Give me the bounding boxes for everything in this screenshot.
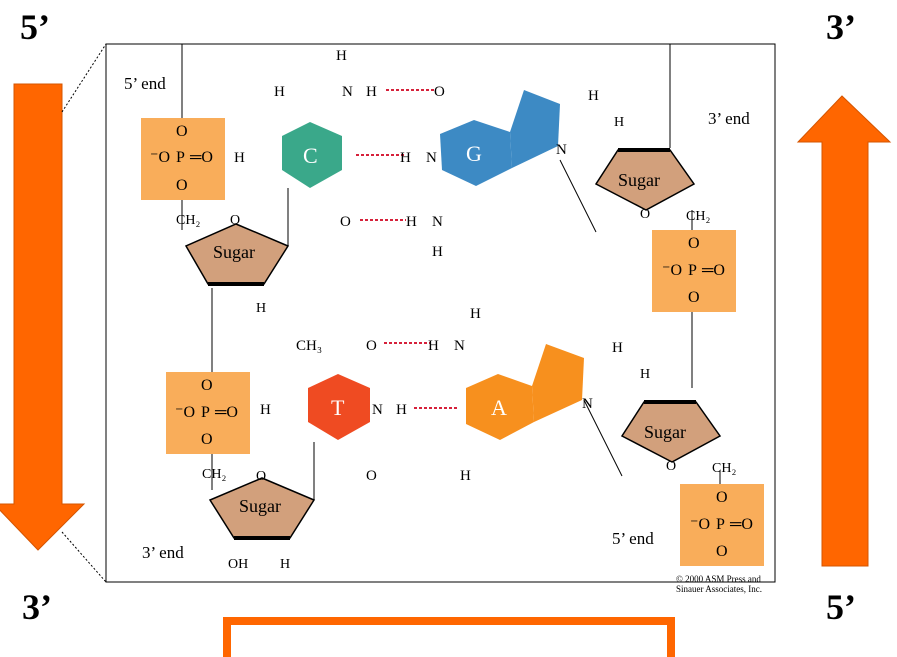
phosphate-2-p: P [688,262,697,279]
phosphate-3-o-bottom: O [201,431,213,448]
t-nh-h: H [396,402,407,418]
c-amino-h2: H [366,84,377,100]
phosphate-4-o-top: O [716,489,728,506]
phosphate-4-p: P [716,516,725,533]
strand-left-5prime-label: 5’ [20,7,50,47]
sugar-3-o: O [256,469,266,484]
phosphate-2-o-bottom: O [688,289,700,306]
cytosine-ring [282,122,342,188]
ch2-2: CH₂ [686,209,710,224]
sugar-label-3: Sugar [239,496,281,516]
diagram-frame [105,43,776,583]
sugar-label-2: Sugar [618,170,660,190]
c-o: O [340,214,351,230]
base-a-label: A [491,395,507,420]
c-h-top: H [274,84,285,100]
a-amino-n: N [454,338,465,354]
t-o-top: O [366,338,377,354]
phosphate-2-o-top: O [688,235,700,252]
phosphate-box-4 [680,484,764,566]
g-amino-h: H [406,214,417,230]
thymine-ring [308,374,370,440]
ch2-3: CH₂ [202,467,226,482]
guanine-ring [440,120,512,186]
sugar-label-1: Sugar [213,242,255,262]
g-ring-n: N [556,142,567,158]
sugar-1-h: H [256,301,266,316]
phosphate-4-minus-o: ⁻O [690,516,710,533]
sugar-3-oh: OH [228,557,248,572]
sugar-2-o: O [640,207,650,222]
sugar-4-h: H [640,367,650,382]
bottom-highlight-box [223,617,675,657]
phosphate-1-o-bottom: O [176,177,188,194]
phosphate-4-o-bottom: O [716,543,728,560]
base-c-label: C [303,143,318,168]
strand-right-5prime-label: 5’ [826,587,856,627]
copyright-notice: © 2000 ASM Press and Sinauer Associates,… [676,574,796,594]
c-amino-n: N [342,84,353,100]
t-o-bottom: O [366,468,377,484]
phosphate-box-3 [166,372,250,454]
three-prime-end-top: 3’ end [708,109,750,128]
phosphate-1-minus-o: ⁻O [150,149,170,166]
sugar-4-o: O [666,459,676,474]
ch2-1: CH₂ [176,213,200,228]
t-ch3: CH₃ [296,338,322,354]
c-h-left: H [234,150,245,166]
phosphate-2-minus-o: ⁻O [662,262,682,279]
g-nh-h: H [400,150,411,166]
adenine-ring [466,374,534,440]
phosphate-4-eq-o: ═O [729,516,753,533]
g-ring-h: H [588,88,599,104]
sugar-3-h: H [280,557,290,572]
phosphate-1-p: P [176,149,185,166]
c-amino-h: H [336,48,347,64]
g-nh-n: N [426,150,437,166]
phosphate-1-eq-o: ═O [189,149,213,166]
a-amino-h-top: H [470,306,481,322]
base-t-label: T [331,395,345,420]
g-o: O [434,84,445,100]
g-amino-n: N [432,214,443,230]
adenine-ring-5 [532,344,584,422]
copyright-line-2: Sinauer Associates, Inc. [676,584,762,594]
ch2-4: CH₂ [712,461,736,476]
left-strand-down-arrow [0,83,86,551]
a-h-bottom: H [460,468,471,484]
strand-left-3prime-label: 3’ [22,587,52,627]
three-prime-end-bottom: 3’ end [142,543,184,562]
phosphate-1-o-top: O [176,123,188,140]
a-ring-n: N [582,396,593,412]
phosphate-3-minus-o: ⁻O [175,404,195,421]
right-strand-up-arrow [796,95,892,567]
five-prime-end-bottom: 5’ end [612,529,654,548]
guanine-ring-5 [510,90,560,168]
strand-right-3prime-label: 3’ [826,7,856,47]
t-h-left: H [260,402,271,418]
g-amino-h2: H [432,244,443,260]
a-ring-h: H [612,340,623,356]
phosphate-box-2 [652,230,736,312]
t-nh-n: N [372,402,383,418]
phosphate-3-eq-o: ═O [214,404,238,421]
five-prime-end-top: 5’ end [124,74,166,93]
sugar-label-4: Sugar [644,422,686,442]
base-g-label: G [466,141,482,166]
phosphate-2-eq-o: ═O [701,262,725,279]
sugar-1-o: O [230,213,240,228]
phosphate-3-o-top: O [201,377,213,394]
dna-diagram: O ⁻O P ═O O O ⁻O P ═O O O ⁻O P ═O O O ⁻O… [0,43,892,583]
phosphate-3-p: P [201,404,210,421]
sugar-2-h: H [614,115,624,130]
phosphate-box-1 [141,118,225,200]
copyright-line-1: © 2000 ASM Press and [676,574,761,584]
a-amino-h: H [428,338,439,354]
